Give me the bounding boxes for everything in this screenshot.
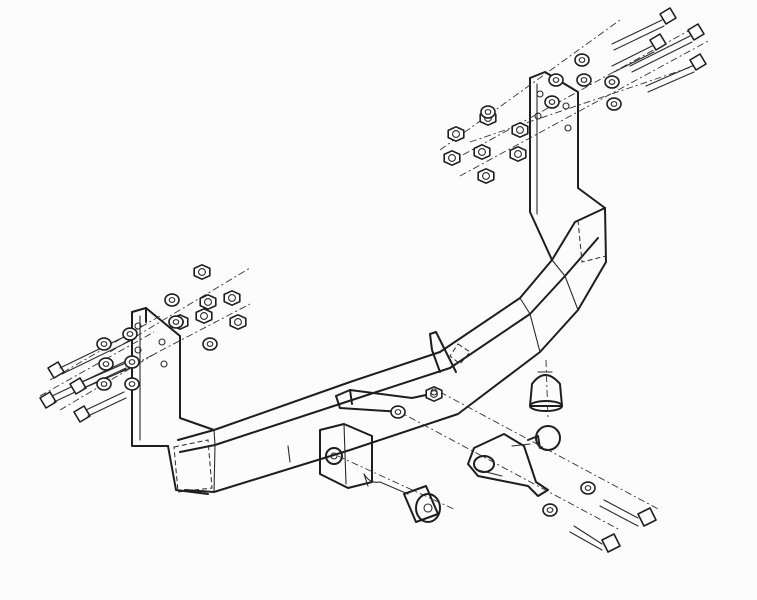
hex-nut xyxy=(477,168,495,184)
washer xyxy=(124,377,140,391)
hex-nut xyxy=(447,126,465,142)
hex-nut xyxy=(511,122,529,138)
washer xyxy=(548,73,564,87)
hex-nut xyxy=(473,144,491,160)
washer xyxy=(606,97,622,111)
washer xyxy=(96,337,112,351)
hex-nut xyxy=(425,385,443,403)
nuts xyxy=(171,110,529,403)
electric-socket xyxy=(363,473,441,523)
ball-cover xyxy=(529,371,563,412)
washer xyxy=(574,53,590,67)
washer xyxy=(122,327,138,341)
bracket-holes xyxy=(134,90,572,396)
washer xyxy=(604,75,620,89)
washers xyxy=(96,53,622,517)
washer xyxy=(390,405,406,419)
washer xyxy=(202,337,218,351)
washer xyxy=(164,293,180,307)
crossbar xyxy=(167,207,607,495)
washer xyxy=(168,315,184,329)
hex-nut xyxy=(195,307,213,325)
washer xyxy=(544,95,560,109)
left-bracket xyxy=(131,307,215,447)
hex-nut xyxy=(229,313,247,331)
hex-nut xyxy=(193,263,211,281)
washer xyxy=(480,105,496,119)
assembly-axes xyxy=(39,19,711,531)
tow-ball xyxy=(467,425,561,497)
socket-plate xyxy=(319,331,457,489)
washer xyxy=(96,377,112,391)
washer xyxy=(98,357,114,371)
washer xyxy=(124,355,140,369)
hex-nut xyxy=(223,289,241,307)
hex-nut xyxy=(509,146,527,162)
washer xyxy=(580,481,596,495)
washer xyxy=(576,73,592,87)
washer xyxy=(542,503,558,517)
bolts xyxy=(39,7,707,553)
hex-nut xyxy=(199,293,217,311)
hex-nut xyxy=(443,150,461,166)
